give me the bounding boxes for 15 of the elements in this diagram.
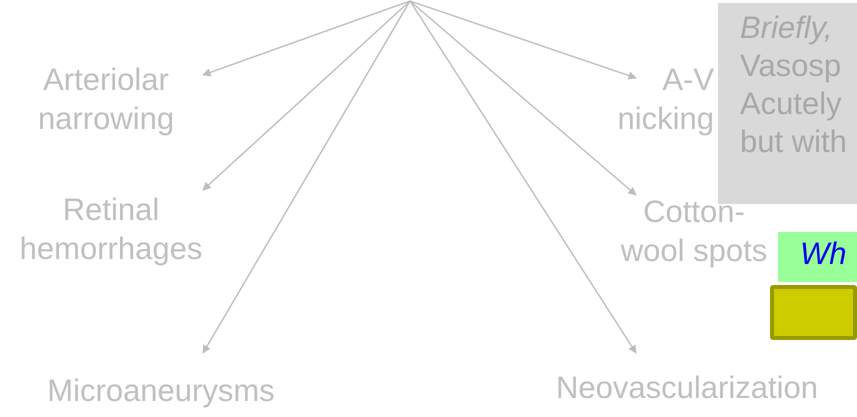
finding-label: Neovascularization: [526, 368, 848, 410]
arrow: [202, 0, 410, 191]
finding-label: A-V nicking: [596, 60, 714, 140]
finding-label: Arteriolar narrowing: [8, 60, 204, 140]
finding-label: Microaneurysms: [20, 371, 302, 413]
finding-label: Retinal hemorrhages: [0, 190, 222, 270]
finding-label: Cotton-wool spots: [612, 192, 776, 272]
question-banner: [778, 232, 857, 282]
answer-box: [770, 285, 857, 340]
question-text: Wh: [800, 235, 848, 273]
arrow: [202, 0, 410, 76]
arrow: [410, 0, 637, 196]
arrow: [202, 0, 411, 354]
arrow: [409, 0, 637, 354]
arrow: [410, 0, 637, 80]
